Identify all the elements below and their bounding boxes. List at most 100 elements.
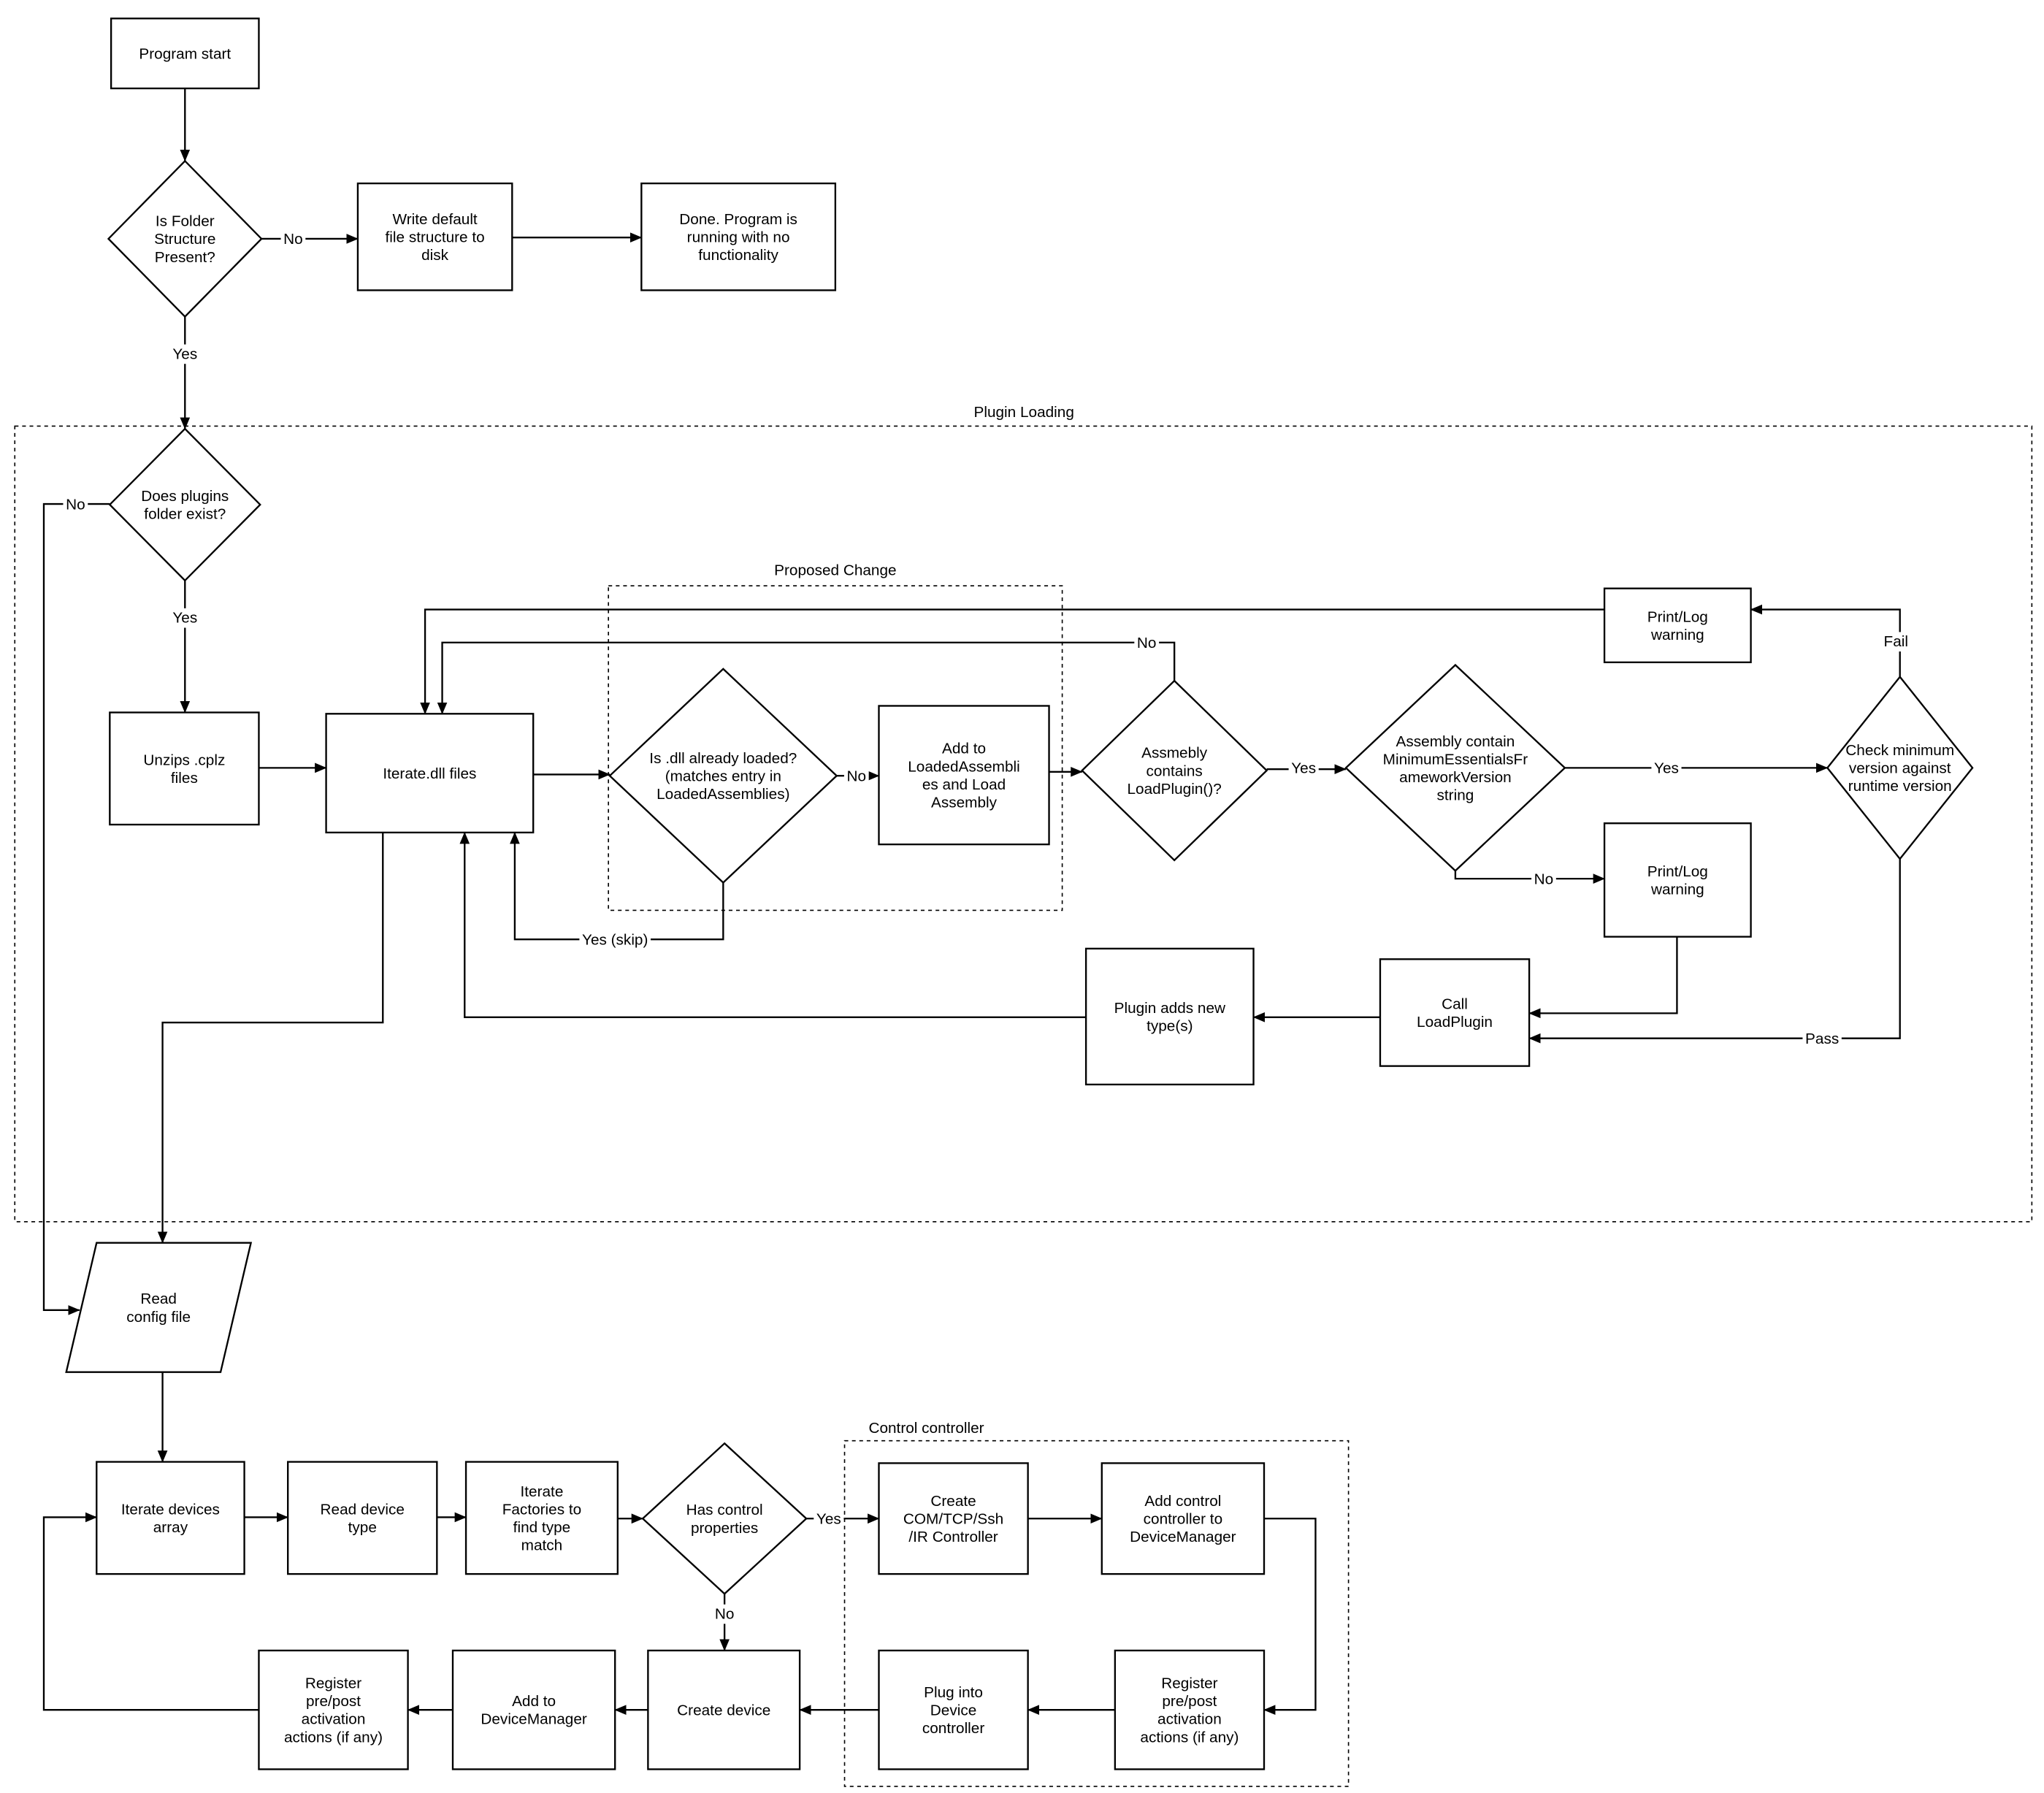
edge-label-check-version-fail-bg: [1880, 632, 1911, 652]
edge-register-left-loop-to-iterate-devices: [42, 1512, 259, 1711]
edge-warning-top-to-iterate: [420, 608, 1605, 715]
edge-label-plugins-folder-yes: Yes: [172, 610, 197, 627]
plugin-adds-new-types-shape: [1084, 947, 1255, 1086]
read-device-type-shape: [287, 1461, 438, 1575]
is-folder-structure-present-shape: [107, 159, 263, 318]
edge-check-version-pass: [1528, 859, 1901, 1044]
edge-loadplugin-check-no: [437, 641, 1176, 715]
edge-label-loadplugin-check-yes-bg: [1288, 758, 1319, 779]
container-proposed-change-label: Proposed Change: [774, 562, 896, 579]
edge-label-has-control-no-bg: [712, 1604, 738, 1624]
edge-label-plugins-folder-no-bg: [63, 494, 88, 515]
edge-label-check-version-pass: Pass: [1805, 1031, 1839, 1047]
iterate-dll-files-shape: [325, 713, 535, 834]
register-activation-actions-left-shape: [258, 1649, 409, 1770]
edge-label-dll-loaded-no: No: [847, 768, 867, 784]
edge-label-folder-check-yes-bg: [169, 344, 200, 364]
add-to-devicemanager-shape: [451, 1649, 616, 1770]
edge-label-folder-check-no-bg: [280, 229, 306, 250]
call-loadplugin-shape: [1379, 958, 1531, 1067]
edge-plugin-adds-to-iterate: [459, 832, 1087, 1018]
edge-label-folder-check-yes: Yes: [172, 345, 197, 362]
has-control-properties-shape: [641, 1442, 808, 1595]
iterate-factories-shape: [464, 1461, 619, 1575]
program-start-shape: [110, 18, 260, 90]
edge-label-min-version-no-bg: [1531, 869, 1556, 890]
edge-label-min-version-no: No: [1534, 871, 1554, 887]
edge-label-check-version-pass-bg: [1802, 1029, 1842, 1049]
edge-label-folder-check-no: No: [283, 231, 303, 248]
create-device-label: Create device: [677, 1702, 770, 1719]
program-start-label: Program start: [139, 45, 231, 62]
create-com-tcp-ssh-ir-controller-shape: [878, 1462, 1029, 1575]
edge-label-dll-loaded-yes-skip: Yes (skip): [582, 931, 648, 948]
iterate-dll-files-label: Iterate.dll files: [383, 765, 476, 782]
edge-label-loadplugin-check-yes: Yes: [1291, 760, 1316, 777]
read-config-file-shape: [65, 1242, 253, 1373]
edge-label-has-control-no: No: [715, 1606, 735, 1623]
edge-label-plugins-folder-yes-bg: [169, 608, 200, 628]
edge-label-loadplugin-check-no: No: [1137, 635, 1157, 651]
edge-add-control-to-register-right: [1263, 1518, 1317, 1716]
edge-check-version-fail: [1750, 604, 1901, 677]
plug-into-device-controller-shape: [878, 1649, 1029, 1770]
does-plugins-folder-exist-shape: [108, 427, 261, 582]
edge-label-check-version-fail: Fail: [1884, 633, 1908, 650]
node-is-dll-already-loaded: Is .dll already loaded?(matches entry in…: [608, 668, 838, 884]
container-plugin-loading-border: [14, 425, 2033, 1223]
container-control-controller-border: [843, 1440, 1350, 1787]
node-program-start: Program start: [110, 18, 260, 90]
iterate-devices-array-shape: [96, 1461, 245, 1575]
node-create-device: Create device: [647, 1649, 801, 1770]
edge-label-loadplugin-check-no-bg: [1134, 633, 1160, 653]
edge-label-has-control-yes-bg: [814, 1509, 844, 1529]
edge-plugins-folder-no: [42, 502, 110, 1315]
write-default-file-structure-shape: [356, 182, 513, 291]
container-control-controller: Control controller: [843, 1420, 1350, 1787]
edge-label-has-control-yes: Yes: [816, 1511, 841, 1528]
container-control-controller-label: Control controller: [868, 1420, 984, 1437]
node-iterate-dll-files: Iterate.dll files: [325, 713, 535, 834]
